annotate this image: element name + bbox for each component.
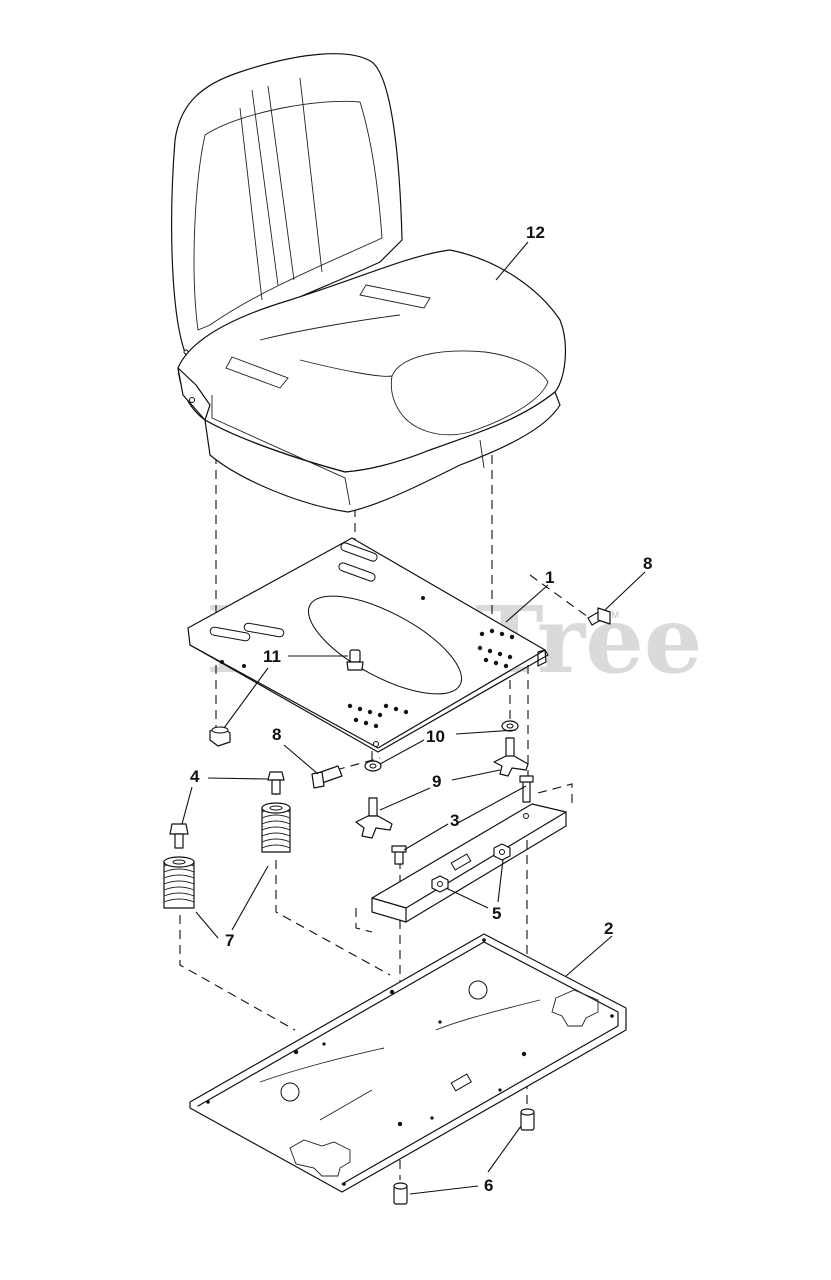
part-6-spacer-right[interactable] xyxy=(520,1108,535,1131)
leader-lines xyxy=(181,241,646,1195)
part-5-nut-left[interactable] xyxy=(431,875,449,893)
part-10-washer-left[interactable] xyxy=(364,760,382,772)
callout-8-left: 8 xyxy=(272,725,281,744)
part-9-knob-left[interactable] xyxy=(355,797,393,839)
part-8-bolt-right[interactable] xyxy=(587,607,611,626)
part-4-bolt-left[interactable] xyxy=(169,823,189,849)
part-7-spring-right[interactable] xyxy=(261,802,291,853)
part-7-spring-left[interactable] xyxy=(163,856,195,909)
part-5-nut-right[interactable] xyxy=(493,843,511,861)
part-3-slide-rail[interactable] xyxy=(355,775,573,933)
callout-1: 1 xyxy=(545,568,554,587)
callout-10: 10 xyxy=(426,727,445,746)
callout-7: 7 xyxy=(225,931,234,950)
callout-2: 2 xyxy=(604,919,613,938)
part-6-spacer-left[interactable] xyxy=(393,1182,408,1205)
part-10-washer-right[interactable] xyxy=(501,720,519,732)
part-4-bolt-right[interactable] xyxy=(267,771,285,795)
callout-6: 6 xyxy=(484,1176,493,1195)
seat-assembly[interactable] xyxy=(171,53,566,513)
callout-8-right: 8 xyxy=(643,554,652,573)
callout-labels: 12 1 8 11 8 10 9 4 3 5 7 2 6 xyxy=(190,223,652,1195)
callout-11: 11 xyxy=(263,647,281,666)
callout-12: 12 xyxy=(526,223,545,242)
callout-4: 4 xyxy=(190,767,200,786)
callout-3: 3 xyxy=(450,811,459,830)
upper-seat-plate[interactable] xyxy=(187,537,549,753)
part-9-knob-right[interactable] xyxy=(493,737,529,777)
part-11-stud[interactable] xyxy=(346,649,364,671)
part-8-bolt-left[interactable] xyxy=(311,765,343,789)
part-2-base-plate[interactable] xyxy=(189,933,627,1193)
watermark-trademark: TM xyxy=(606,610,619,620)
callout-9: 9 xyxy=(432,772,441,791)
callout-5: 5 xyxy=(492,904,501,923)
part-11-nut[interactable] xyxy=(209,726,231,747)
